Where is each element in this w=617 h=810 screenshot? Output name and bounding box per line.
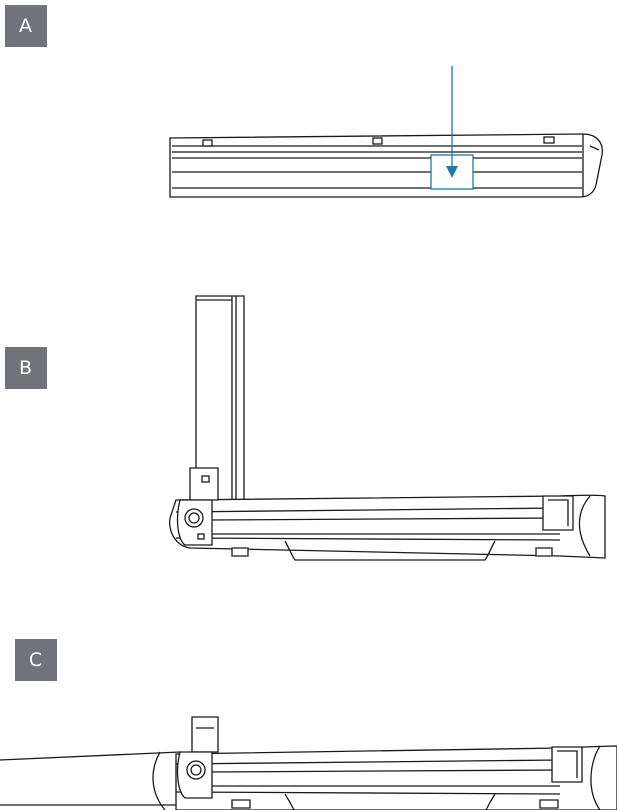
horizontal-profile-c	[175, 745, 617, 810]
figure-b	[169, 295, 606, 561]
down-arrow-icon	[446, 66, 458, 178]
horizontal-profile	[169, 494, 606, 561]
profile-bar	[169, 133, 603, 198]
step-badge-c: C	[15, 639, 57, 681]
figure-c	[0, 716, 617, 810]
bottom-clip-c	[231, 799, 559, 809]
end-clip-c	[176, 716, 219, 799]
bottom-clip	[231, 547, 553, 557]
step-badge-b: B	[5, 347, 47, 389]
figure-a	[169, 66, 603, 198]
step-badge-a: A	[5, 5, 47, 47]
end-clip	[176, 467, 219, 546]
tube-left	[0, 751, 181, 810]
